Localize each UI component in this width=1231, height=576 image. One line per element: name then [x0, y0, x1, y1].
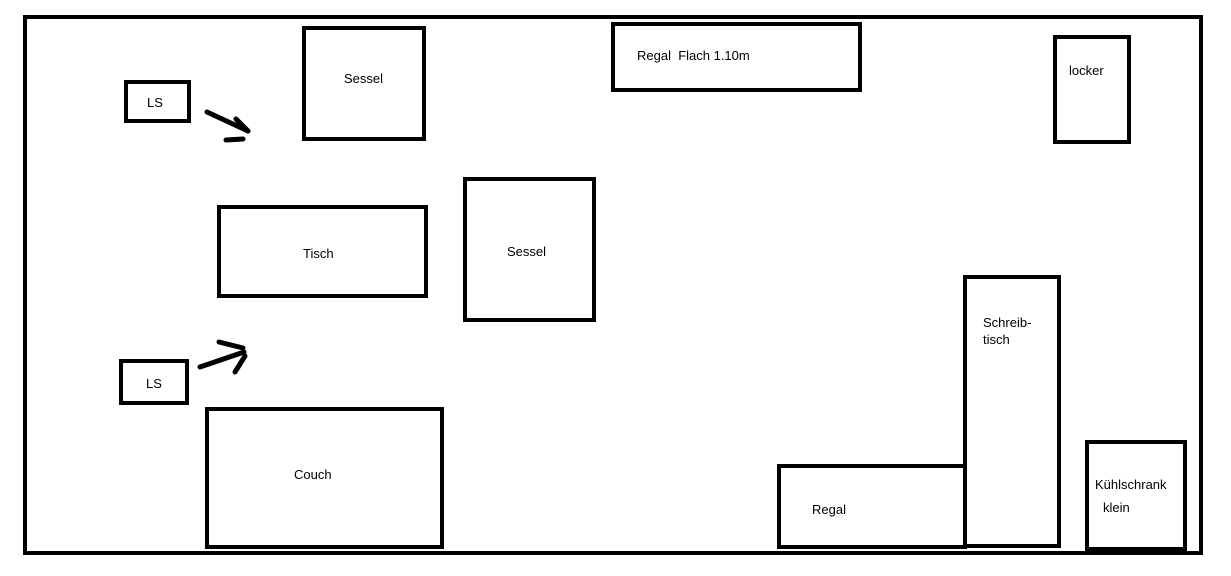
couch-label: Couch: [294, 467, 332, 482]
ls-bottom-label: LS: [146, 376, 162, 391]
sessel-mid-label: Sessel: [507, 244, 547, 259]
regal-label: Regal: [812, 502, 846, 517]
regal-box: [777, 464, 967, 549]
kuehlschrank-box: [1085, 440, 1187, 551]
tisch-label: Tisch: [303, 246, 334, 261]
sessel-top-box: [302, 26, 426, 141]
ls-bottom-box: [119, 359, 189, 405]
sessel-mid-box: [463, 177, 596, 322]
schreibtisch-box: [963, 275, 1061, 548]
regal-flach-label: Regal Flach 1.10m: [637, 48, 750, 63]
kuehlschrank-label-line2: klein: [1103, 500, 1130, 515]
locker-label: locker: [1069, 63, 1104, 78]
ls-top-box: [124, 80, 191, 123]
kuehlschrank-label-line1: Kühlschrank: [1095, 477, 1167, 492]
schreibtisch-label-line2: tisch: [983, 332, 1010, 347]
ls-top-label: LS: [147, 95, 163, 110]
couch-box: [205, 407, 444, 549]
regal-flach-box: [611, 22, 862, 92]
tisch-box: [217, 205, 428, 298]
sessel-top-label: Sessel: [344, 71, 384, 86]
locker-box: [1053, 35, 1131, 144]
schreibtisch-label-line1: Schreib-: [983, 315, 1032, 330]
